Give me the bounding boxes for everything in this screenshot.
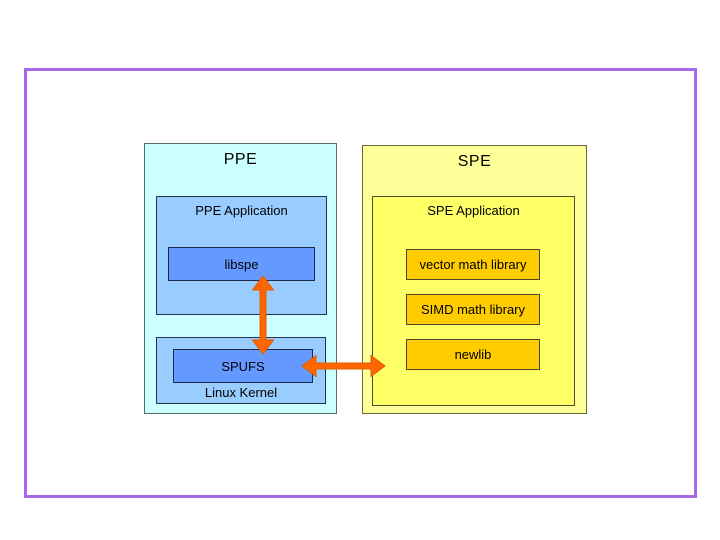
spufs-label: SPUFS <box>221 358 265 374</box>
newlib-box: newlib <box>406 339 540 370</box>
spufs-box: SPUFS <box>173 349 313 383</box>
vector-math-library-box: vector math library <box>406 249 540 280</box>
spe-application-title: SPE Application <box>427 203 520 218</box>
libspe-label: libspe <box>224 256 259 272</box>
libspe-box: libspe <box>168 247 315 281</box>
slide-frame <box>24 68 697 498</box>
ppe-application-title: PPE Application <box>195 203 288 218</box>
vector-math-library-label: vector math library <box>419 257 527 272</box>
simd-math-library-label: SIMD math library <box>420 302 526 317</box>
spe-title: SPE <box>457 153 492 170</box>
linux-kernel-title: Linux Kernel <box>204 385 278 400</box>
simd-math-library-box: SIMD math library <box>406 294 540 325</box>
ppe-title: PPE <box>223 151 258 168</box>
newlib-label: newlib <box>454 347 492 362</box>
